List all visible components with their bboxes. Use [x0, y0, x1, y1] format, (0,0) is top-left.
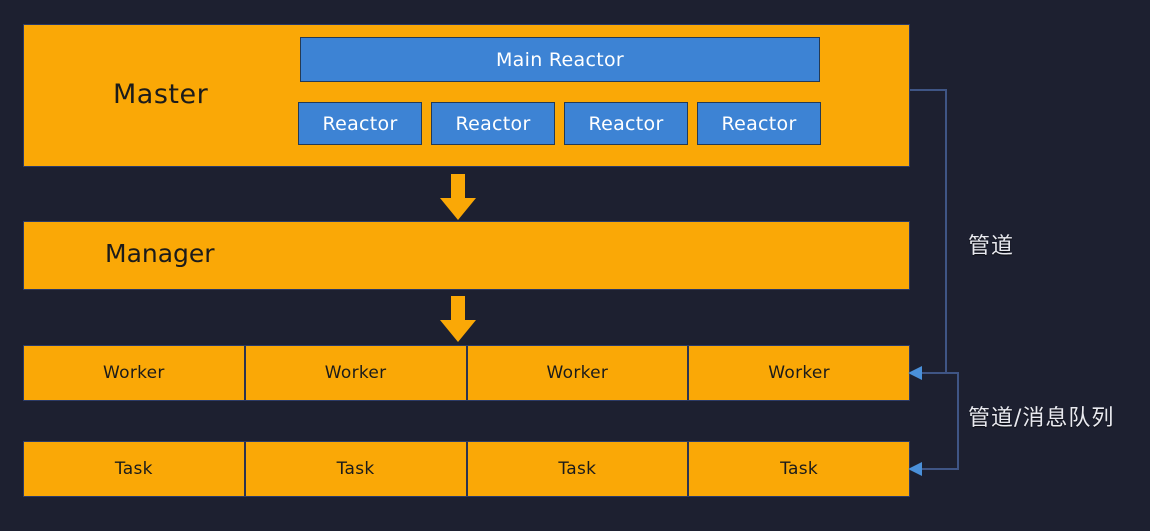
- worker-cell-4: Worker: [768, 363, 830, 383]
- worker-row: Worker Worker Worker Worker: [23, 345, 910, 401]
- task-cell-2: Task: [246, 442, 468, 496]
- task-cell-4: Task: [780, 459, 819, 479]
- task-row: Task Task Task Task: [23, 441, 910, 497]
- task-cell-3: Task: [468, 442, 690, 496]
- reactor-box-3: Reactor: [564, 102, 688, 145]
- main-reactor-box: Main Reactor: [300, 37, 820, 82]
- reactor-box-2: Reactor: [431, 102, 555, 145]
- worker-cell-2: Worker: [246, 346, 468, 400]
- manager-label: Manager: [105, 239, 215, 268]
- master-label: Master: [113, 79, 209, 110]
- left-arrow-icon-task: [908, 462, 922, 476]
- manager-band: [23, 221, 910, 290]
- down-arrow-icon-manager-to-worker: [438, 296, 478, 344]
- reactor-box-1: Reactor: [298, 102, 422, 145]
- connector-lines: [900, 80, 980, 490]
- side-label-pipe-queue: 管道/消息队列: [968, 406, 1115, 431]
- worker-cell-1: Worker: [24, 346, 246, 400]
- side-label-pipe: 管道: [968, 234, 1015, 259]
- task-cell-1: Task: [24, 442, 246, 496]
- reactor-box-4: Reactor: [697, 102, 821, 145]
- down-arrow-icon-master-to-manager: [438, 174, 478, 222]
- worker-cell-3: Worker: [468, 346, 690, 400]
- left-arrow-icon-worker: [908, 366, 922, 380]
